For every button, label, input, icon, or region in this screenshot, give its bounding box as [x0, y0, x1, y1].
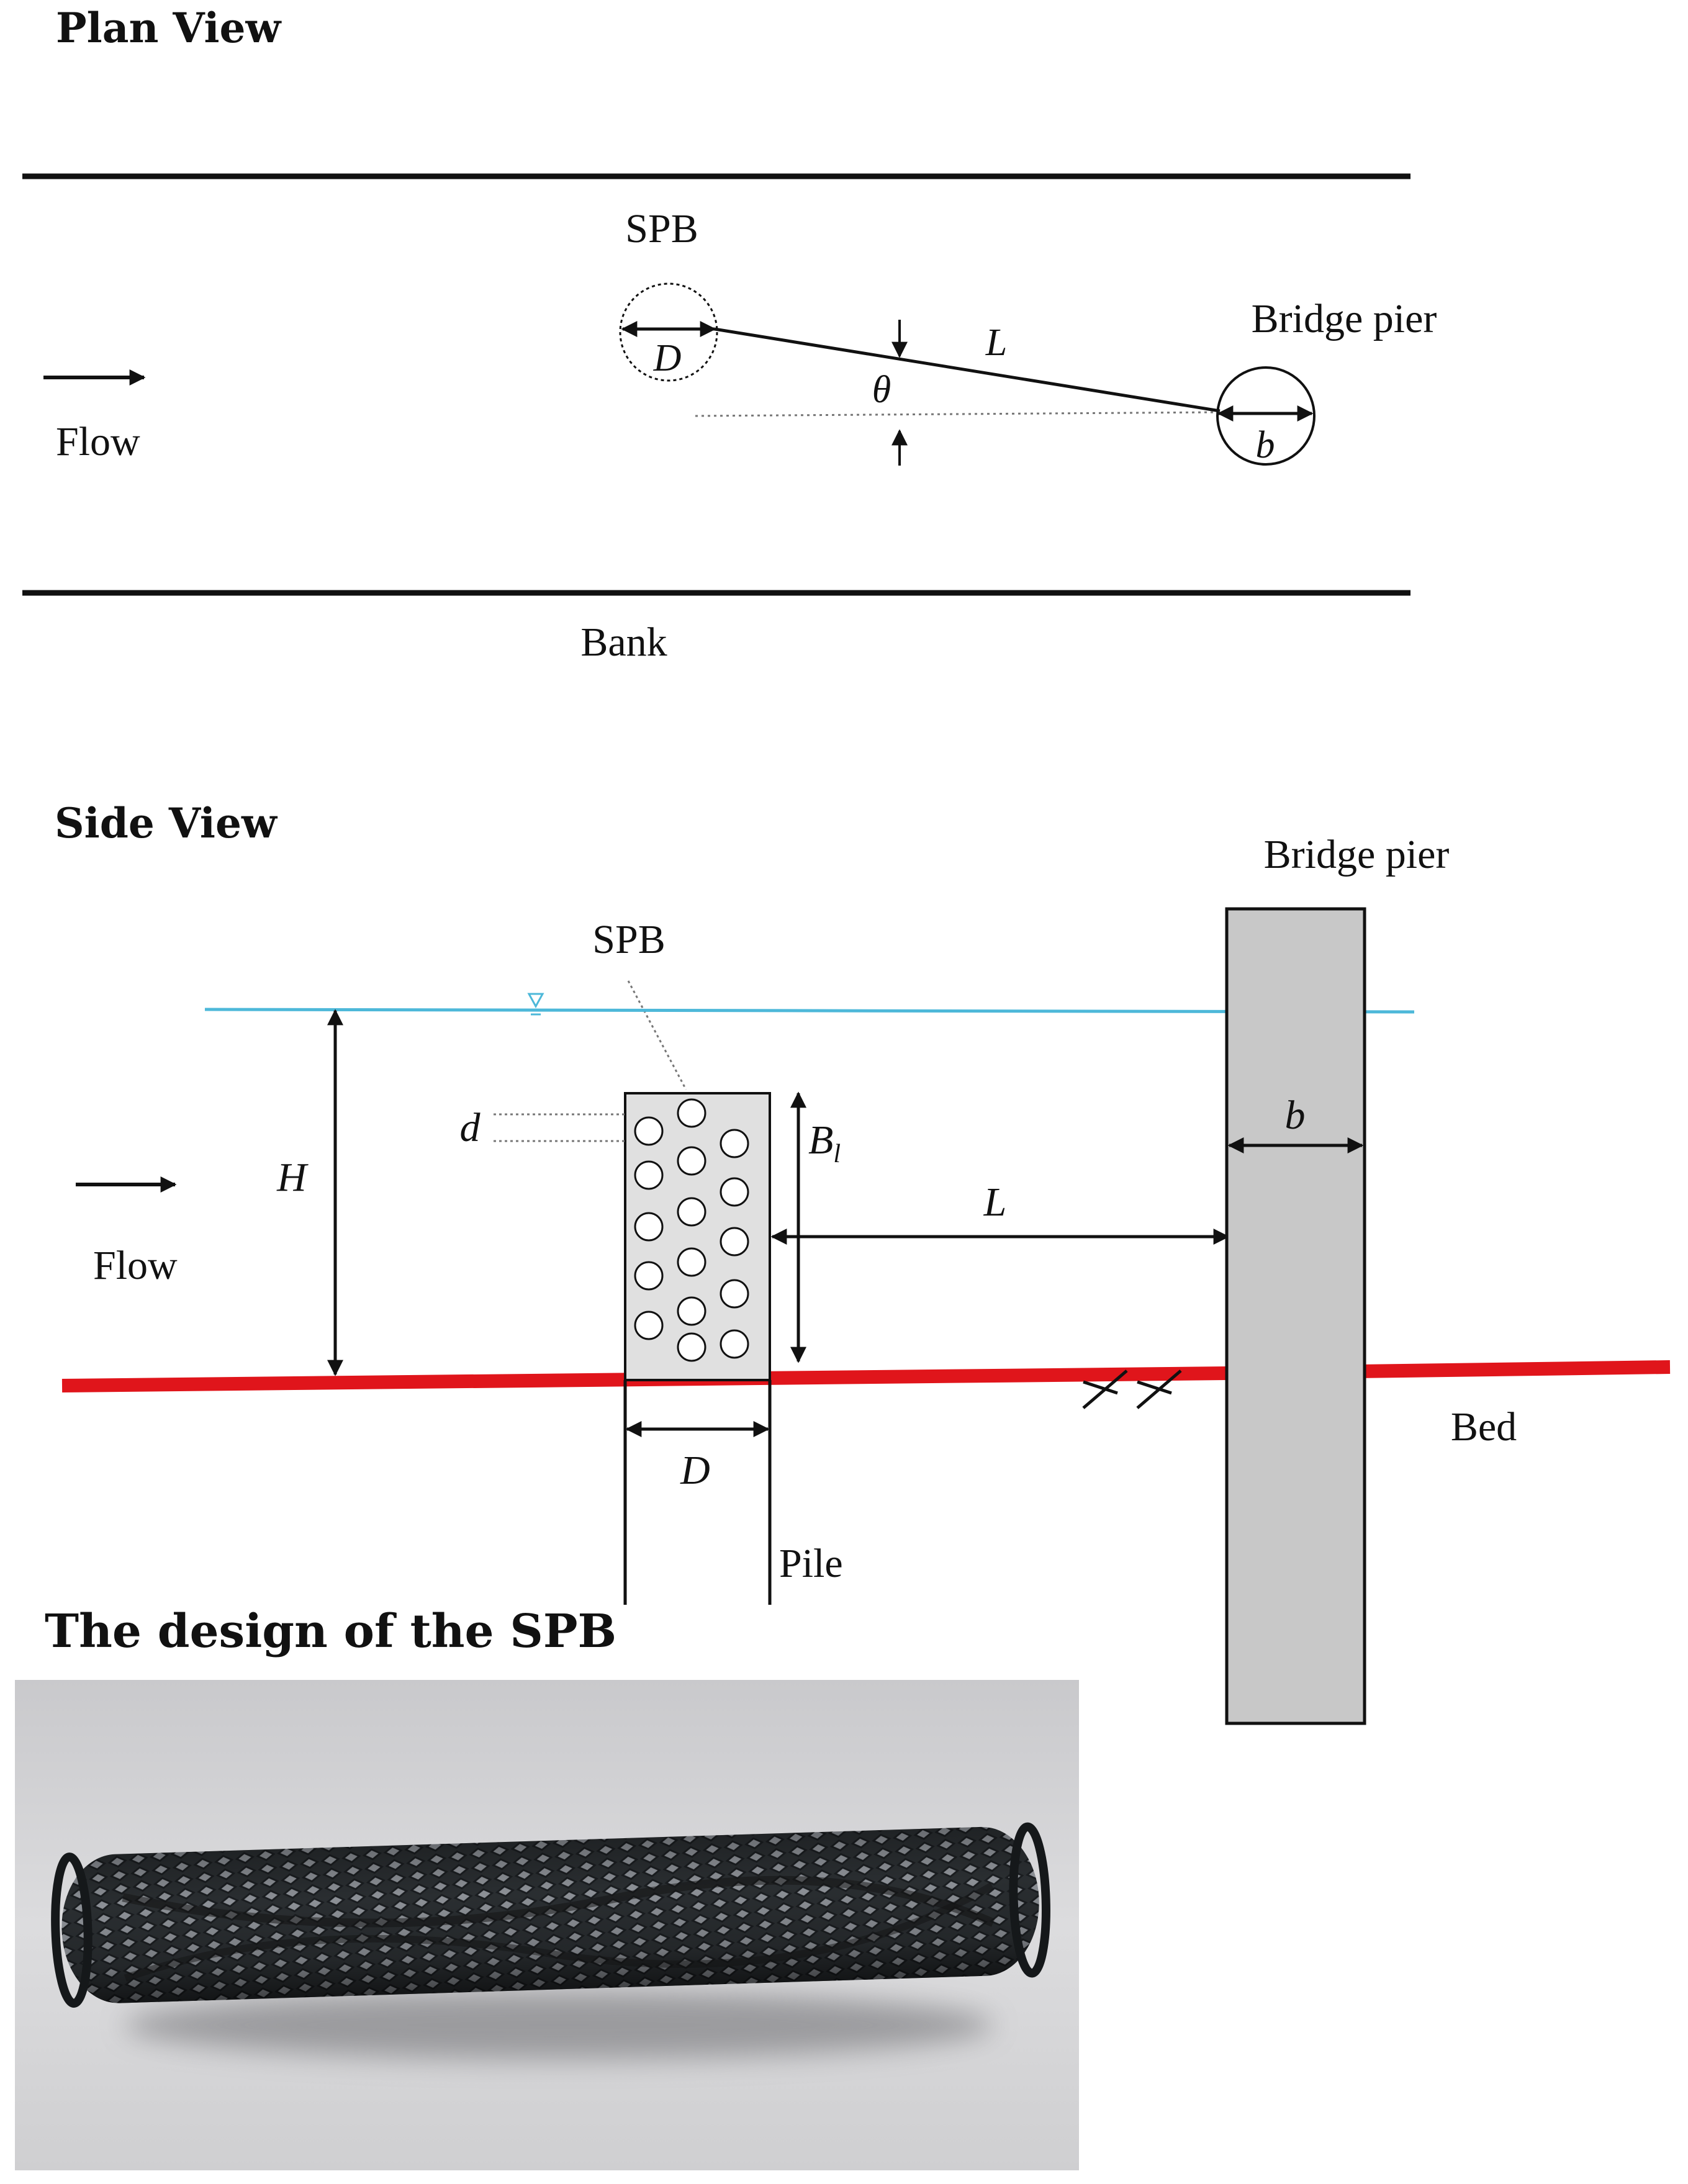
side-D-symbol: D — [680, 1448, 710, 1493]
tube-seam — [124, 1882, 994, 1982]
side-pier-label: Bridge pier — [1264, 832, 1450, 877]
side-view: Side View Bridge pier SPB Bed H Flow — [55, 799, 1671, 1725]
perforation-hole — [677, 1098, 706, 1128]
plan-b-symbol: b — [1256, 424, 1275, 466]
side-H-symbol: H — [276, 1155, 309, 1200]
perforation-hole — [634, 1261, 664, 1291]
tube-seam — [122, 1875, 995, 1928]
pile-label: Pile — [779, 1541, 843, 1586]
spb-tube — [51, 1822, 1050, 2008]
bank-label: Bank — [580, 620, 667, 665]
spb-design-photo-section: The design of the SPB — [15, 1605, 1079, 2170]
plan-spb-circle — [619, 282, 718, 382]
tube-end-ring — [1009, 1822, 1050, 1978]
bed-label: Bed — [1451, 1404, 1517, 1450]
perforation-hole — [677, 1197, 706, 1227]
side-Bl-symbol: Bl — [808, 1117, 841, 1168]
plan-L-line — [714, 327, 1221, 413]
plan-pier-label: Bridge pier — [1252, 296, 1437, 341]
perforation-hole — [634, 1212, 664, 1242]
perforation-hole — [720, 1227, 749, 1257]
spb-photo — [15, 1680, 1079, 2170]
side-flow-label: Flow — [93, 1243, 178, 1288]
perforation-hole — [634, 1311, 664, 1340]
perforation-hole — [677, 1146, 706, 1176]
plan-view: Plan View Bank Flow SPB D L θ Bridge pie… — [22, 4, 1437, 665]
perforation-hole — [634, 1160, 664, 1190]
perforation-hole — [677, 1332, 706, 1362]
side-L-symbol: L — [983, 1180, 1007, 1225]
plan-view-title: Plan View — [56, 4, 282, 52]
plan-L-symbol: L — [985, 322, 1007, 364]
side-bridge-pier — [1225, 907, 1366, 1725]
side-view-title: Side View — [55, 799, 278, 847]
perforation-hole — [720, 1329, 749, 1359]
tube-shadow — [124, 1991, 993, 2059]
water-level-symbol — [527, 993, 544, 1009]
perforation-hole — [720, 1129, 749, 1158]
side-d-symbol: d — [460, 1105, 481, 1150]
perforation-hole — [634, 1116, 664, 1146]
plan-theta-symbol: θ — [872, 369, 891, 411]
side-spb-label: SPB — [592, 917, 665, 962]
plan-reference-line — [695, 411, 1221, 417]
perforation-hole — [677, 1296, 706, 1326]
tube-end-ring — [51, 1852, 93, 2008]
perforation-hole — [677, 1247, 706, 1277]
water-surface — [204, 1008, 1415, 1014]
photo-title: The design of the SPB — [45, 1605, 616, 1658]
side-b-symbol: b — [1285, 1093, 1306, 1138]
perforation-hole — [720, 1177, 749, 1207]
bed-hatch — [1082, 1370, 1182, 1409]
perforation-hole — [720, 1279, 749, 1309]
plan-flow-label: Flow — [56, 419, 140, 464]
bed-line — [61, 1360, 1671, 1392]
plan-spb-label: SPB — [625, 206, 698, 251]
plan-D-symbol: D — [653, 337, 682, 379]
tube-shading — [61, 1826, 1039, 2003]
spb-perforations — [634, 1098, 749, 1362]
spb-leader-line — [627, 980, 687, 1090]
